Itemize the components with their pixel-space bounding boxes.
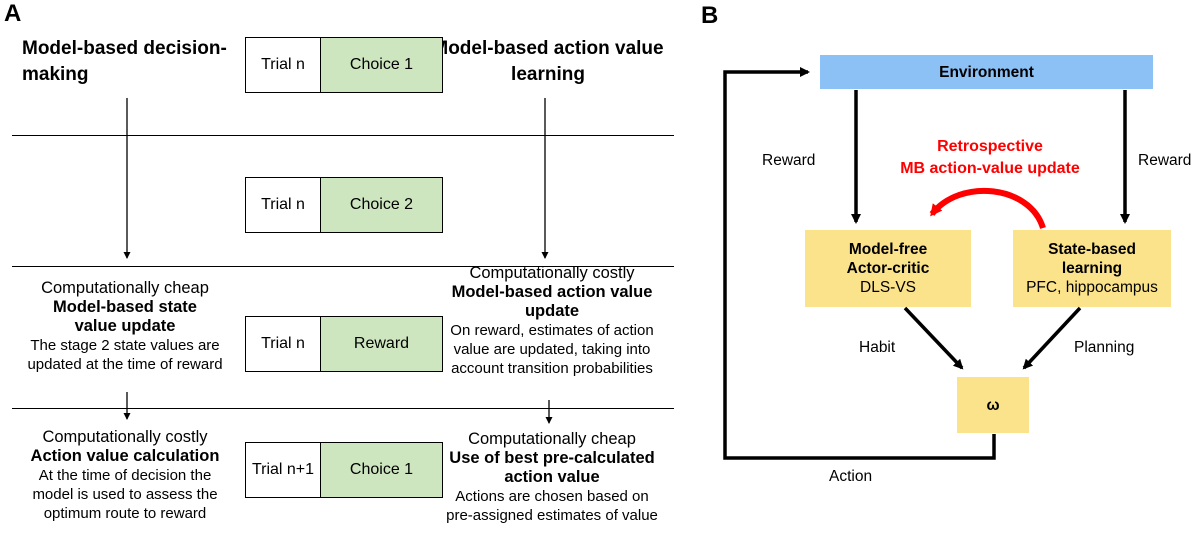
row4-right-bold-2: action value — [504, 468, 600, 486]
trial-label: Trial n — [246, 178, 321, 232]
state-based-sub: PFC, hippocampus — [1026, 279, 1158, 296]
arrow-action-loop — [723, 67, 996, 460]
left-header: Model-based decision- making — [22, 36, 242, 88]
arrow-habit — [903, 306, 964, 370]
row3-right-bold-1: Model-based action value — [451, 283, 653, 301]
row4-right-desc-1: Actions are chosen based on — [455, 488, 649, 505]
model-free-sub: DLS-VS — [860, 279, 916, 296]
row3-right-lead: Computationally costly — [469, 264, 635, 282]
action-label: Action — [829, 468, 873, 485]
right-header-line-2: learning — [511, 64, 585, 85]
trial-box-3: Trial n Reward — [245, 316, 443, 372]
separator-1 — [12, 135, 674, 136]
row4-left-text: Computationally costly Action value calc… — [10, 428, 240, 523]
row4-right-desc-2: pre-assigned estimates of value — [446, 507, 658, 524]
left-header-line-1: Model-based decision- — [22, 38, 227, 59]
trial-box-4: Trial n+1 Choice 1 — [245, 442, 443, 498]
reward-left-label: Reward — [762, 152, 816, 169]
planning-label: Planning — [1074, 339, 1135, 356]
row3-left-bold-1: Model-based state — [53, 298, 197, 316]
trial-box-2: Trial n Choice 2 — [245, 177, 443, 233]
state-based-title-1: State-based — [1048, 241, 1136, 258]
row4-right-bold-1: Use of best pre-calculated — [449, 449, 655, 467]
separator-3 — [12, 408, 674, 409]
arrow-retrospective — [929, 187, 1046, 230]
panel-b-letter: B — [701, 2, 719, 29]
panel-a-letter: A — [4, 0, 22, 27]
row3-left-bold-2: value update — [74, 317, 176, 335]
trial-label: Trial n — [246, 317, 321, 371]
row4-right-text: Computationally cheap Use of best pre-ca… — [432, 430, 672, 525]
retro-label: Retrospective MB action-value update — [866, 136, 1114, 180]
retro-line-1: Retrospective — [937, 138, 1043, 155]
habit-label: Habit — [859, 339, 896, 356]
row3-right-desc-3: account transition probabilities — [451, 360, 653, 377]
separator-2 — [12, 266, 674, 267]
row3-right-bold-2: update — [524, 302, 580, 320]
left-header-line-2: making — [22, 64, 89, 85]
trial-label: Trial n — [246, 38, 321, 92]
right-header: Model-based action value learning — [418, 36, 678, 88]
trial-label: Trial n+1 — [246, 443, 321, 497]
model-free-title-2: Actor-critic — [846, 260, 930, 277]
trial-box-1: Trial n Choice 1 — [245, 37, 443, 93]
reward-right-label: Reward — [1138, 152, 1192, 169]
choice-label: Reward — [321, 317, 442, 371]
state-based-title-2: learning — [1061, 260, 1123, 277]
row3-left-lead: Computationally cheap — [41, 279, 209, 297]
arrow-planning — [1022, 306, 1082, 370]
row4-left-desc-3: optimum route to reward — [43, 505, 207, 522]
right-header-line-1: Model-based action value — [432, 38, 664, 59]
row3-left-desc-2: updated at the time of reward — [27, 356, 223, 373]
retro-line-2: MB action-value update — [900, 160, 1080, 177]
row3-right-desc-1: On reward, estimates of action — [450, 322, 654, 339]
row3-right-text: Computationally costly Model-based actio… — [432, 264, 672, 378]
row3-left-desc-1: The stage 2 state values are — [30, 337, 220, 354]
row4-right-lead: Computationally cheap — [468, 430, 636, 448]
environment-box: Environment — [820, 55, 1153, 89]
omega-label: ω — [986, 396, 1000, 414]
environment-label: Environment — [939, 63, 1034, 81]
row3-right-desc-2: value are updated, taking into — [453, 341, 651, 358]
state-based-box: State-based learning PFC, hippocampus — [1013, 230, 1171, 307]
omega-box: ω — [957, 377, 1029, 433]
choice-label: Choice 2 — [321, 178, 442, 232]
row4-left-lead: Computationally costly — [42, 428, 208, 446]
row3-left-text: Computationally cheap Model-based state … — [10, 279, 240, 374]
choice-label: Choice 1 — [321, 38, 442, 92]
row4-left-bold-1: Action value calculation — [30, 447, 220, 465]
row4-left-desc-2: model is used to assess the — [32, 486, 218, 503]
choice-label: Choice 1 — [321, 443, 442, 497]
model-free-title-1: Model-free — [848, 241, 928, 258]
model-free-box: Model-free Actor-critic DLS-VS — [805, 230, 971, 307]
row4-left-desc-1: At the time of decision the — [38, 467, 212, 484]
